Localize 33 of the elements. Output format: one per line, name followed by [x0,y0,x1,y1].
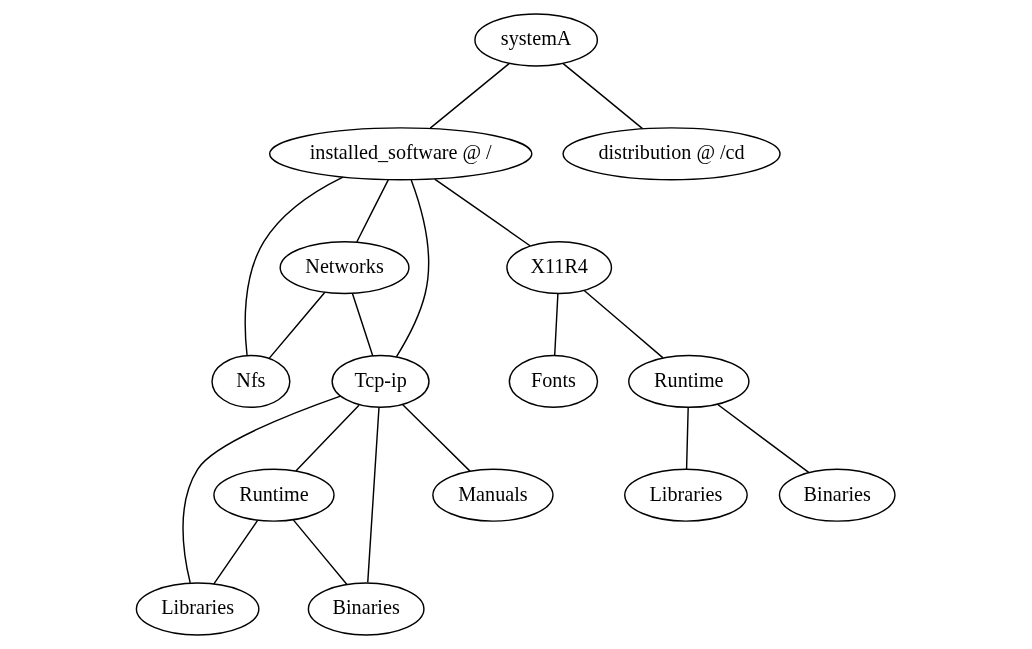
node-ellipse: Nfs [211,354,291,409]
connector [685,406,689,470]
connector [395,179,430,358]
node-ellipse: Libraries [624,468,748,522]
connector [434,178,531,247]
connector [356,179,389,243]
node-ellipse: Binaries [778,468,896,522]
connector [182,395,342,584]
connector [351,292,374,357]
connector [716,403,810,474]
connector [244,176,344,357]
connector [295,404,360,472]
node-ellipse: installed_software @ / [268,127,533,181]
connector [213,520,259,585]
connector [268,291,326,360]
connector [367,406,380,584]
node-ellipse: Manuals [432,468,554,522]
node-ellipse: Runtime [213,468,335,522]
node-ellipse: systemA [474,13,599,67]
node-ellipse: Tcp-ip [331,354,430,409]
node-ellipse: X11R4 [506,240,613,295]
node-ellipse: distribution @ /cd [562,127,781,181]
node-ellipse: Networks [279,240,410,295]
node-ellipse: Binaries [307,582,425,636]
connector [583,289,664,359]
connector [402,404,471,472]
connector [429,62,511,129]
node-ellipse: Fonts [508,354,599,409]
connector [553,292,559,357]
connector [562,62,644,130]
node-ellipse: Libraries [135,582,260,636]
connector [292,519,348,586]
node-ellipse: Runtime [628,354,750,409]
